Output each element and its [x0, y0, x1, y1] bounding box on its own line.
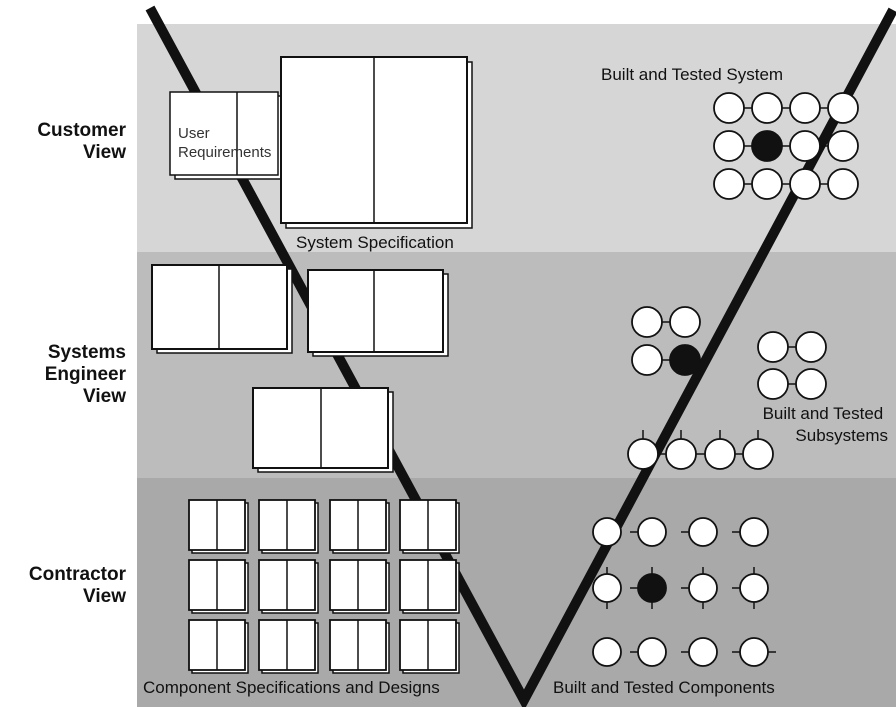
component-spec-book [329, 619, 390, 674]
component-spec-book [329, 559, 390, 614]
node [739, 573, 769, 603]
built-tested-component-nodes [592, 517, 776, 667]
subsystem-spec-book-2 [307, 269, 449, 357]
component-specs-label: Component Specifications and Designs [143, 678, 440, 697]
node [789, 168, 821, 200]
node [592, 517, 622, 547]
node [637, 637, 667, 667]
node [631, 306, 663, 338]
node [713, 130, 745, 162]
built-tested-system-nodes [713, 92, 859, 200]
subsystem-spec-book-1 [151, 264, 293, 354]
node [665, 438, 697, 470]
v-model-line [145, 5, 896, 707]
node [669, 306, 701, 338]
node-highlighted [751, 130, 783, 162]
node [688, 517, 718, 547]
component-spec-book [399, 499, 460, 554]
node [592, 573, 622, 603]
user-requirements-book [169, 91, 284, 180]
node [789, 92, 821, 124]
node [795, 331, 827, 363]
component-spec-grid [188, 499, 460, 674]
component-spec-book [188, 559, 249, 614]
built-tested-system-label: Built and Tested System [601, 65, 783, 84]
component-spec-book [329, 499, 390, 554]
node-highlighted [637, 573, 667, 603]
node [592, 637, 622, 667]
node [827, 130, 859, 162]
node [688, 573, 718, 603]
node [757, 368, 789, 400]
node [631, 344, 663, 376]
system-specification-book [280, 56, 473, 229]
built-tested-components-label: Built and Tested Components [553, 678, 775, 697]
node [627, 438, 659, 470]
built-tested-subsystems-label: Built and Tested Subsystems [763, 404, 888, 445]
node [713, 92, 745, 124]
node [789, 130, 821, 162]
node [637, 517, 667, 547]
node [739, 637, 769, 667]
node [742, 438, 774, 470]
component-spec-book [188, 619, 249, 674]
node [713, 168, 745, 200]
contractor-view-label: Contractor View [28, 564, 126, 607]
node [751, 92, 783, 124]
node [757, 331, 789, 363]
built-tested-subsystem-nodes [627, 306, 827, 470]
customer-view-label: Customer View [37, 120, 126, 163]
system-specification-label: System Specification [296, 233, 454, 252]
node [795, 368, 827, 400]
node [827, 92, 859, 124]
component-spec-book [399, 619, 460, 674]
component-spec-book [258, 619, 319, 674]
node [704, 438, 736, 470]
systems-engineer-view-label: Systems Engineer View [44, 342, 126, 407]
component-spec-book [258, 559, 319, 614]
node-highlighted [669, 344, 701, 376]
component-spec-book [399, 559, 460, 614]
user-requirements-label: User Requirements [178, 125, 271, 161]
node [739, 517, 769, 547]
node [827, 168, 859, 200]
node [751, 168, 783, 200]
component-spec-book [188, 499, 249, 554]
contractor-view-band [137, 478, 896, 707]
component-spec-book [258, 499, 319, 554]
node [688, 637, 718, 667]
subsystem-spec-book-3 [252, 387, 394, 473]
